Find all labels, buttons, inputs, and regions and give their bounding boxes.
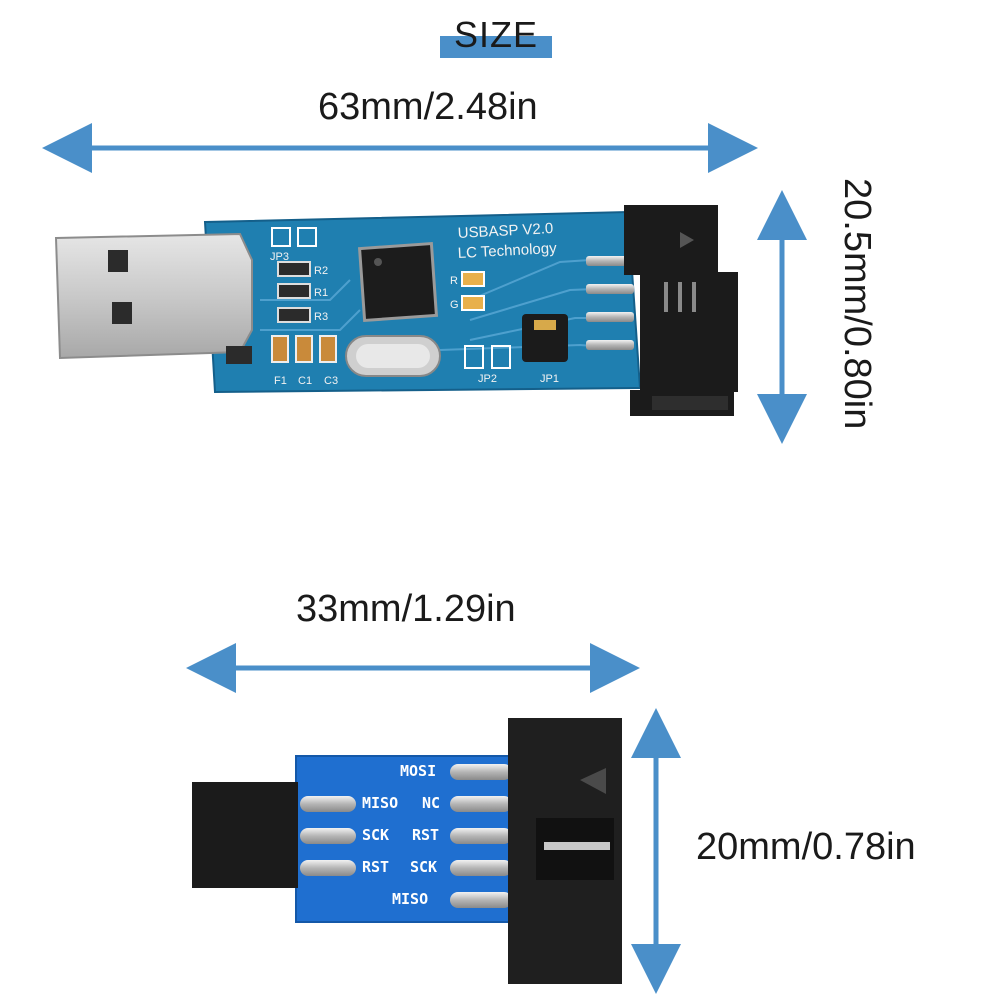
adapter-length-label: 33mm/1.29in <box>296 588 516 630</box>
silk-jp2: JP2 <box>478 373 497 385</box>
pin-label-sck-right: SCK <box>410 858 437 876</box>
board-maker-text: LC Technology <box>457 240 557 262</box>
silk-c3: C3 <box>324 375 338 387</box>
silk-r1: R1 <box>314 287 328 299</box>
silk-jp1: JP1 <box>540 373 559 385</box>
title-highlight-bar <box>440 36 552 58</box>
pin-label-mosi: MOSI <box>400 762 436 780</box>
pin-label-sck-left: SCK <box>362 826 389 844</box>
programmer-length-label: 63mm/2.48in <box>318 86 538 128</box>
silk-jp3: JP3 <box>270 251 289 263</box>
silk-f1: F1 <box>274 375 287 387</box>
size-title: SIZE <box>440 8 552 60</box>
board-model-text: USBASP V2.0 <box>457 220 553 242</box>
silk-r3: R3 <box>314 311 328 323</box>
pin-label-miso-left: MISO <box>362 794 398 812</box>
adapter-height-label: 20mm/0.78in <box>696 826 916 868</box>
silk-g-led: G <box>450 299 459 311</box>
adapter-board: MOSI MISO NC SCK RST RST SCK MISO <box>192 718 622 984</box>
title-text: SIZE <box>453 14 538 55</box>
pin-label-rst-left: RST <box>362 858 389 876</box>
silk-r2: R2 <box>314 265 328 277</box>
usbasp-board: USBASP V2.0 LC Technology JP3 R2 R1 R3 F… <box>54 205 738 416</box>
pin-label-miso-right: MISO <box>392 890 428 908</box>
pin-label-rst-right: RST <box>412 826 439 844</box>
pin-label-nc: NC <box>422 794 440 812</box>
silk-c1: C1 <box>298 375 312 387</box>
silk-r-led: R <box>450 275 458 287</box>
